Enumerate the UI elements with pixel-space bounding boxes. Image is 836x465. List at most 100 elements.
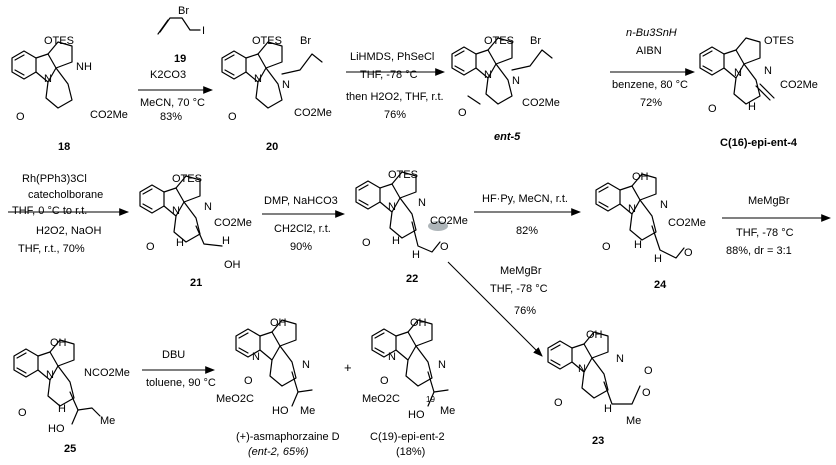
atom-o: O [16, 111, 25, 123]
atom-oh: OH [50, 337, 67, 349]
atom-h: H [634, 239, 642, 251]
compound-sublabel: (18%) [396, 446, 425, 458]
atom-n: N [204, 201, 212, 213]
step4-cond-3: THF, 0 °C to r.t. [12, 205, 87, 217]
compound-ent-5: OTES Br N N O CO2Me ent-5 [451, 35, 560, 143]
atom-n: N [734, 67, 742, 79]
atom-co2me: CO2Me [780, 79, 818, 91]
atom-n: N [84, 367, 92, 379]
compound-20: OTES Br N N O CO2Me 20 [221, 35, 332, 153]
atom-otes: OTES [252, 35, 282, 47]
step2-cond-4: 76% [384, 109, 406, 121]
atom-n: N [388, 201, 396, 213]
atom-o: O [458, 107, 467, 119]
step5-cond-3: 90% [290, 241, 312, 253]
atom-o: O [440, 241, 449, 253]
step9-cond-2: toluene, 90 °C [146, 377, 216, 389]
atom-ho: HO [48, 423, 65, 435]
reagent-19: Br I 19 [157, 5, 205, 65]
atom-n: N [578, 363, 586, 375]
atom-o: O [708, 103, 717, 115]
compound-21: OTES N N O CO2Me H H OH 21 [139, 173, 252, 289]
compound-label: C(16)-epi-ent-4 [720, 137, 798, 149]
atom-h: H [604, 403, 612, 415]
compound-22: OTES N N O CO2Me H H O 22 [355, 169, 468, 285]
atom-n: N [172, 205, 180, 217]
atom-otes: OTES [484, 35, 514, 47]
step1-cond-2: MeCN, 70 °C [140, 97, 205, 109]
compound-label: 23 [592, 435, 604, 447]
compound-label: (+)-asmaphorzaine D [236, 431, 340, 443]
arrow-step-8 [447, 261, 543, 357]
atom-h: H [176, 237, 184, 249]
atom-oh: OH [410, 317, 427, 329]
atom-i: I [202, 25, 205, 37]
compound-label: 25 [64, 443, 76, 455]
atom-n: N [418, 197, 426, 209]
atom-me: Me [626, 415, 641, 427]
atom-n: N [388, 351, 396, 363]
step5-cond-2: CH2Cl2, r.t. [274, 223, 331, 235]
compound-epi-ent-2: OH N N O MeO2C HO 19 Me C(19)-epi-ent-2 … [362, 317, 455, 458]
atom-otes: OTES [388, 169, 418, 181]
atom-ho: HO [408, 409, 425, 421]
atom-n: N [484, 69, 492, 81]
atom-oh: OH [632, 171, 649, 183]
step6-cond-2: 82% [516, 225, 538, 237]
atom-n: N [252, 351, 260, 363]
atom-o: O [244, 375, 253, 387]
atom-me: Me [100, 415, 115, 427]
atom-o: O [642, 387, 651, 399]
compound-label: 22 [406, 273, 418, 285]
atom-otes: OTES [172, 173, 202, 185]
atom-n: N [302, 359, 310, 371]
compound-18: OTES NH N O CO2Me 18 [11, 35, 128, 153]
atom-co2me: CO2Me [92, 367, 130, 379]
step3-cond-3: benzene, 80 °C [612, 79, 688, 91]
atom-n: N [660, 199, 668, 211]
plus-sign: + [344, 360, 352, 375]
compound-label: 20 [266, 141, 278, 153]
atom-br: Br [300, 35, 311, 47]
step1-cond-3: 83% [160, 111, 182, 123]
step1-cond-1: K2CO3 [150, 69, 186, 81]
compound-label: 21 [190, 277, 202, 289]
atom-o: O [228, 111, 237, 123]
atom-n: N [628, 203, 636, 215]
atom-co2me: CO2Me [522, 97, 560, 109]
atom-co2me: CO2Me [430, 215, 468, 227]
atom-me: Me [440, 405, 455, 417]
step4-cond-5: THF, r.t., 70% [18, 243, 85, 255]
atom-ho: HO [272, 405, 289, 417]
step3-cond-1: n-Bu3SnH [626, 27, 677, 39]
step4-cond-1: Rh(PPh3)3Cl [22, 173, 87, 185]
step3-cond-4: 72% [640, 97, 662, 109]
atom-o: O [644, 365, 653, 377]
atom-br: Br [178, 5, 189, 17]
atom-19: 19 [426, 395, 435, 404]
compound-label: C(19)-epi-ent-2 [370, 431, 445, 443]
step2-cond-2: THF, -78 °C [360, 69, 418, 81]
compound-24: OH N N O CO2Me H H O 24 [595, 171, 706, 291]
compound-label: 18 [58, 141, 70, 153]
atom-h: H [748, 101, 756, 113]
atom-n: N [512, 75, 520, 87]
compound-label: 24 [654, 279, 667, 291]
atom-oh: OH [224, 259, 241, 271]
compound-sublabel: (ent-2, 65%) [248, 446, 309, 458]
atom-h: H [58, 403, 66, 415]
step7-cond-3: 88%, dr = 3:1 [726, 245, 792, 257]
reagent-label: 19 [174, 53, 186, 65]
step8-cond-1: MeMgBr [500, 265, 542, 277]
atom-co2me: CO2Me [214, 217, 252, 229]
atom-co2me: CO2Me [294, 107, 332, 119]
atom-o: O [602, 241, 611, 253]
compound-25: OH N N O CO2Me H HO Me 25 [13, 337, 130, 455]
compound-ent-2: OH N N O MeO2C HO Me (+)-asmaphorzaine D… [216, 317, 340, 458]
atom-nh: NH [76, 61, 92, 73]
atom-me: Me [300, 405, 315, 417]
atom-otes: OTES [44, 35, 74, 47]
atom-h: H [222, 235, 230, 247]
atom-otes: OTES [764, 35, 794, 47]
